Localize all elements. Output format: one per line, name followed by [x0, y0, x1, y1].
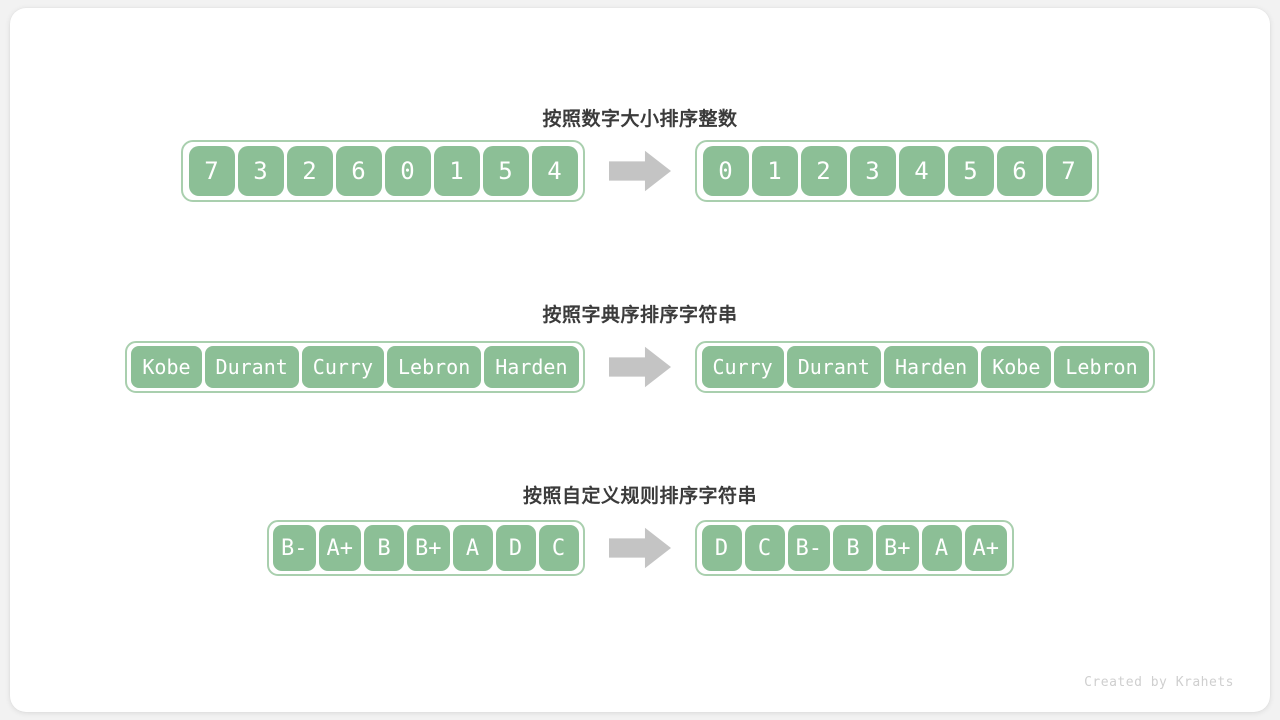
right-arrow-icon [609, 527, 671, 569]
section-title: 按照字典序排序字符串 [542, 304, 738, 326]
array-cell: 5 [482, 146, 529, 196]
arrow-container [585, 345, 695, 389]
array-cell: A [452, 525, 493, 571]
array-input-grades: B- A+ B B+ A D C [266, 520, 585, 576]
transform-group: B- A+ B B+ A D C D C B- [10, 520, 1270, 576]
array-cell: 7 [188, 146, 235, 196]
array-cell: Harden [883, 346, 979, 388]
section-sort-integers: 按照数字大小排序整数 7 3 2 6 0 1 5 4 [10, 106, 1270, 210]
section-row: B- A+ B B+ A D C D C B- [10, 509, 1270, 587]
array-cell: Kobe [131, 346, 202, 388]
array-cell: 2 [286, 146, 333, 196]
array-cell: 1 [433, 146, 480, 196]
transform-group: 7 3 2 6 0 1 5 4 0 1 [10, 140, 1270, 202]
array-input-integers: 7 3 2 6 0 1 5 4 [181, 140, 585, 202]
array-cell: 6 [335, 146, 382, 196]
array-cell: 3 [237, 146, 284, 196]
right-arrow-icon [609, 150, 671, 192]
section-title: 按照自定义规则排序字符串 [522, 485, 757, 507]
arrow-container [585, 526, 695, 570]
array-cell: 2 [800, 146, 847, 196]
section-sort-strings-custom: 按照自定义规则排序字符串 B- A+ B B+ A D C [10, 483, 1270, 587]
section-title: 按照数字大小排序整数 [542, 108, 738, 130]
illustration-card: 按照数字大小排序整数 7 3 2 6 0 1 5 4 [10, 8, 1270, 712]
array-cell: 6 [996, 146, 1043, 196]
array-cell: Kobe [981, 346, 1052, 388]
array-cell: A+ [318, 525, 361, 571]
array-cell: D [495, 525, 536, 571]
array-cell: A+ [964, 525, 1007, 571]
array-cell: 3 [849, 146, 896, 196]
array-output-names: Curry Durant Harden Kobe Lebron [695, 341, 1156, 393]
array-cell: Durant [786, 346, 881, 388]
section-row: 7 3 2 6 0 1 5 4 0 1 [10, 132, 1270, 210]
array-cell: B- [787, 525, 830, 571]
array-cell: B- [273, 525, 316, 571]
array-input-names: Kobe Durant Curry Lebron Harden [124, 341, 585, 393]
output-side: 0 1 2 3 4 5 6 7 [695, 140, 1099, 202]
input-side: 7 3 2 6 0 1 5 4 [181, 140, 585, 202]
input-side: Kobe Durant Curry Lebron Harden [124, 341, 585, 393]
array-cell: C [538, 525, 579, 571]
array-cell: 0 [702, 146, 749, 196]
array-cell: Lebron [1054, 346, 1149, 388]
array-cell: B [364, 525, 404, 571]
array-cell: Harden [484, 346, 579, 388]
array-cell: 1 [751, 146, 798, 196]
section-row: Kobe Durant Curry Lebron Harden Curry Du… [10, 328, 1270, 406]
transform-group: Kobe Durant Curry Lebron Harden Curry Du… [10, 341, 1270, 393]
array-cell: D [701, 525, 742, 571]
array-cell: A [921, 525, 962, 571]
array-cell: Lebron [387, 346, 482, 388]
array-cell: Curry [301, 346, 384, 388]
array-output-grades: D C B- B B+ A A+ [695, 520, 1014, 576]
credit-text: Created by Krahets [1084, 675, 1234, 690]
input-side: B- A+ B B+ A D C [266, 520, 585, 576]
array-cell: Curry [701, 346, 784, 388]
array-cell: 5 [947, 146, 994, 196]
array-cell: B+ [876, 525, 919, 571]
array-cell: 7 [1045, 146, 1092, 196]
array-cell: 4 [898, 146, 945, 196]
array-cell: C [744, 525, 785, 571]
array-cell: Durant [204, 346, 299, 388]
output-side: Curry Durant Harden Kobe Lebron [695, 341, 1156, 393]
array-cell: B [833, 525, 873, 571]
array-output-integers: 0 1 2 3 4 5 6 7 [695, 140, 1099, 202]
right-arrow-icon [609, 346, 671, 388]
array-cell: 0 [384, 146, 431, 196]
array-cell: 4 [531, 146, 578, 196]
array-cell: B+ [407, 525, 450, 571]
arrow-container [585, 149, 695, 193]
section-sort-strings-lexicographic: 按照字典序排序字符串 Kobe Durant Curry Lebron Hard… [10, 302, 1270, 406]
output-side: D C B- B B+ A A+ [695, 520, 1014, 576]
